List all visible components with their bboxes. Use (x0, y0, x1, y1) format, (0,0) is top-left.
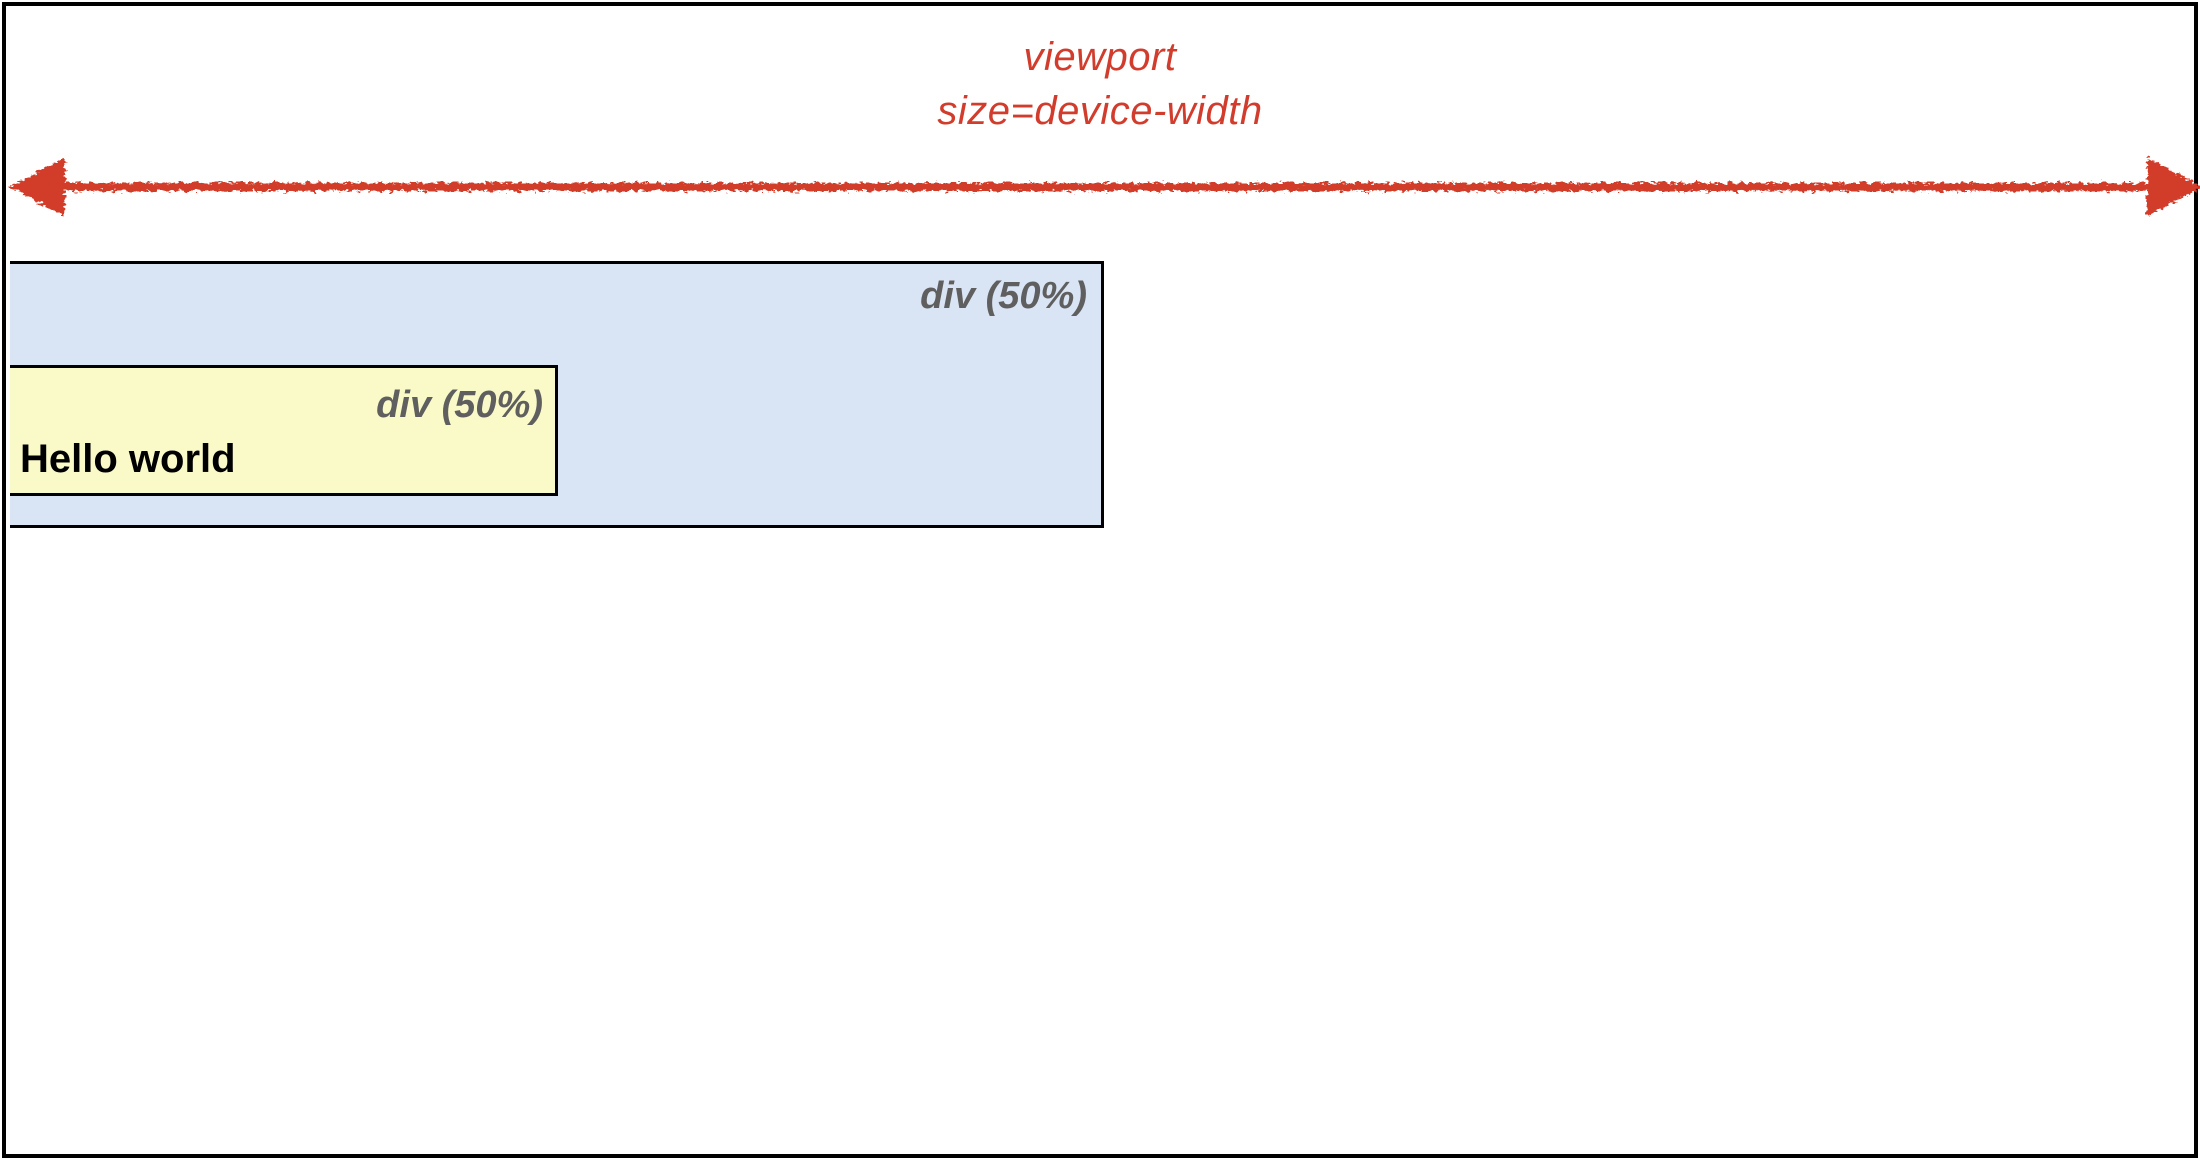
viewport-annotation: viewport size=device-width (6, 30, 2194, 138)
viewport-annotation-line2: size=device-width (937, 89, 1263, 133)
outer-div-50pct: div (50%) div (50%) Hello world (10, 261, 1104, 528)
hello-world-text: Hello world (20, 437, 236, 481)
inner-div-50pct: div (50%) Hello world (10, 365, 558, 496)
device-width-double-arrow-icon (9, 157, 2200, 217)
inner-div-label: div (50%) (376, 384, 543, 426)
outer-div-label: div (50%) (920, 275, 1087, 317)
viewport-annotation-line1: viewport (1023, 35, 1177, 79)
